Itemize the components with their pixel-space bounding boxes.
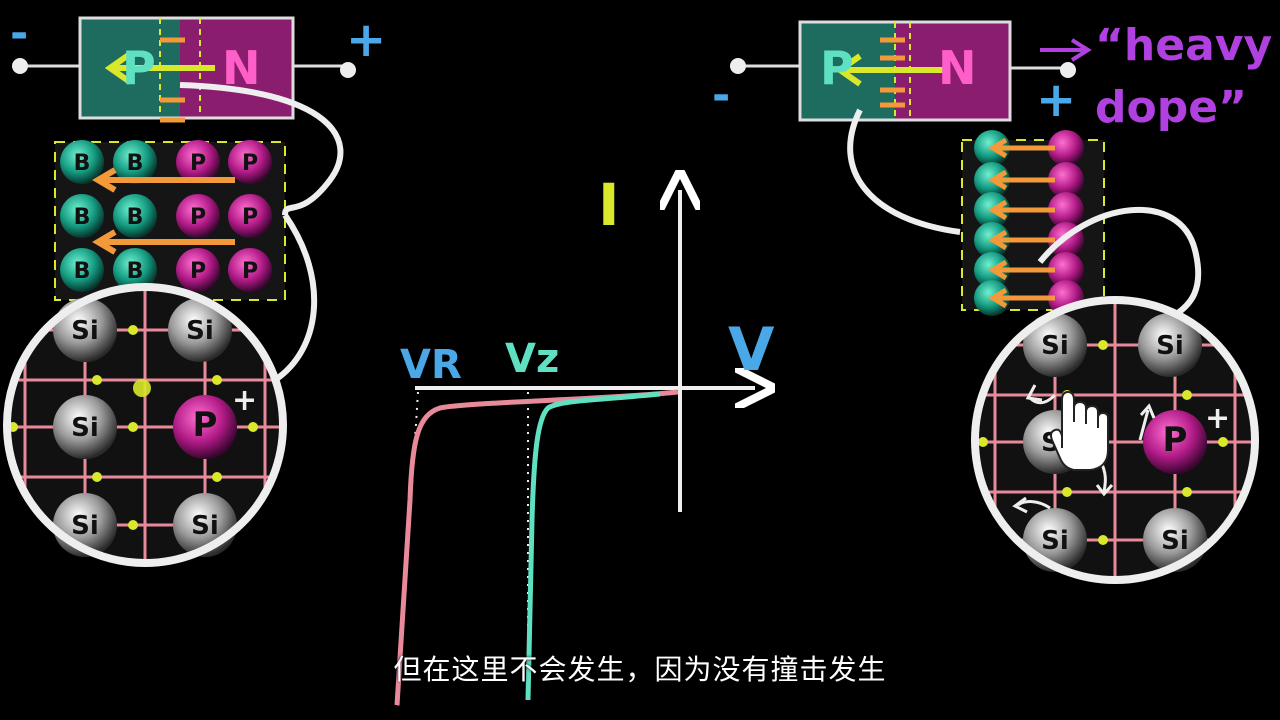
atom-symbol: P: [242, 205, 258, 230]
hand-cursor-icon: [1050, 390, 1109, 471]
diode-body: [78, 16, 295, 120]
right-diode: P N - + “heavy dope”: [712, 20, 1272, 133]
terminal-dot: [12, 58, 28, 74]
atom-symbol: Si: [1161, 526, 1189, 556]
phosphorus-atom: [1048, 130, 1084, 166]
atom-symbol: B: [127, 205, 144, 230]
atom-symbol: Si: [1156, 331, 1184, 361]
terminal-dot: [340, 62, 356, 78]
phosphorus-atom: [1048, 192, 1084, 228]
atom-symbol: B: [74, 259, 91, 284]
boron-atom: [60, 194, 104, 238]
plus-charge: +: [1205, 401, 1230, 436]
atom-symbol: B: [74, 151, 91, 176]
boron-atom: [60, 248, 104, 292]
silicon-atom: [53, 395, 117, 459]
silicon-atom: [1138, 313, 1202, 377]
n-label: N: [938, 41, 977, 95]
phosphorus-atom: [1048, 252, 1084, 288]
note-line-1: “heavy: [1095, 20, 1272, 71]
minus-sign: -: [10, 8, 28, 59]
y-axis-label: I: [598, 171, 620, 239]
minus-sign: -: [712, 70, 730, 121]
atom-symbol: P: [242, 259, 258, 284]
atom-symbol: Si: [1041, 526, 1069, 556]
atom-symbol: P: [193, 405, 218, 445]
boron-atom: [113, 194, 157, 238]
plus-sign: +: [346, 12, 386, 68]
atom-symbol: P: [190, 259, 206, 284]
vz-label: Vz: [505, 336, 559, 382]
atom-symbol: Si: [186, 316, 214, 346]
silicon-atom: [168, 298, 232, 362]
atom-symbol: Si: [191, 511, 219, 541]
iv-graph: I V VR Vz: [394, 171, 775, 711]
atom-symbol: B: [127, 151, 144, 176]
vr-label: VR: [400, 342, 462, 388]
phosphorus-atom: [173, 395, 237, 459]
terminal-dot: [1060, 62, 1076, 78]
p-label: P: [820, 41, 854, 95]
left-diode: P N - +: [10, 8, 386, 123]
phosphorus-atom: [228, 140, 272, 184]
atom-symbol: Si: [71, 511, 99, 541]
atom-symbol: P: [190, 151, 206, 176]
atom-symbol: Si: [71, 316, 99, 346]
silicon-atom: [1023, 313, 1087, 377]
phosphorus-atom: [228, 248, 272, 292]
left-depletion-zoom: B B P P B B P P B B P P: [54, 82, 344, 301]
phosphorus-atom: [176, 194, 220, 238]
x-axis-label: V: [728, 315, 775, 385]
note-line-2: dope”: [1095, 82, 1247, 133]
plus-charge: +: [232, 383, 257, 418]
plus-sign: +: [1036, 72, 1076, 128]
phosphorus-atom: [1048, 162, 1084, 198]
atom-symbol: P: [190, 205, 206, 230]
atom-symbol: Si: [71, 413, 99, 443]
atom-symbol: B: [74, 205, 91, 230]
phosphorus-atom: [176, 248, 220, 292]
phosphorus-atom: [1143, 410, 1207, 474]
phosphorus-atom: [228, 194, 272, 238]
subtitle-caption: 但在这里不会发生，因为没有撞击发生: [393, 653, 887, 686]
boron-atom: [113, 248, 157, 292]
atom-symbol: P: [1163, 420, 1188, 460]
boron-atom: [113, 140, 157, 184]
atom-symbol: B: [127, 259, 144, 284]
note-arrow: [1040, 38, 1092, 62]
free-electron: [133, 379, 151, 397]
breakdown-curve-zener: [525, 391, 661, 701]
p-label: P: [122, 41, 156, 95]
terminal-dot: [730, 58, 746, 74]
boron-atom: [60, 140, 104, 184]
atom-symbol: Si: [1041, 331, 1069, 361]
atom-symbol: P: [242, 151, 258, 176]
phosphorus-atom: [176, 140, 220, 184]
right-depletion-zoom: [847, 108, 1202, 318]
diode-body: [798, 20, 1012, 122]
dopant-lattice: B B P P B B P P B B P P: [60, 140, 272, 292]
